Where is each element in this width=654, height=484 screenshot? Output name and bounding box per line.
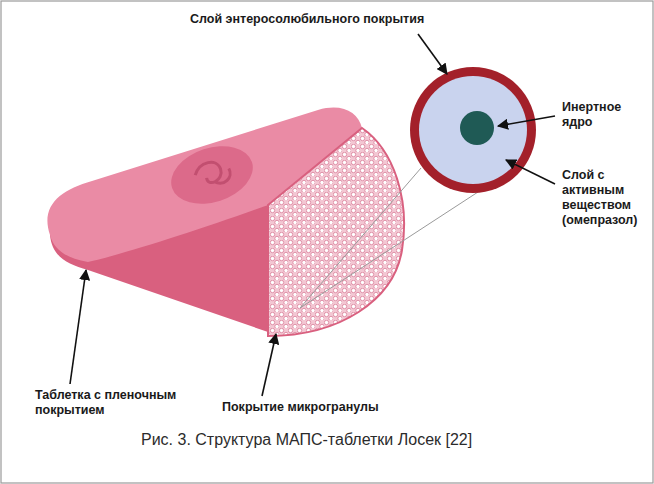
zoom-line [300,168,421,308]
leader-arrow [418,34,447,74]
active-substance-layer [419,76,527,184]
zoom-line [300,192,478,308]
figure-caption: Рис. 3. Структура МАПС-таблетки Лосек [2… [141,430,472,450]
tablet-logo [164,136,261,213]
leader-arrow [70,270,86,384]
enteric-coating-layer [410,67,536,193]
cut-face-microgranules [268,128,404,336]
core-label: Инертное ядро [562,100,647,130]
leader-arrow [498,116,555,126]
active-layer-label: Слой с активным веществом (омепразол) [562,168,647,228]
inert-core [460,111,494,145]
coating-label: Слой энтеросолюбильного покрытия [190,12,424,27]
tablet-label: Таблетка с пленочным покрытием [35,388,185,418]
granule-coating-label: Покрытие микрогранулы [222,400,379,415]
leader-arrow [262,334,276,396]
leader-arrow [506,160,555,184]
